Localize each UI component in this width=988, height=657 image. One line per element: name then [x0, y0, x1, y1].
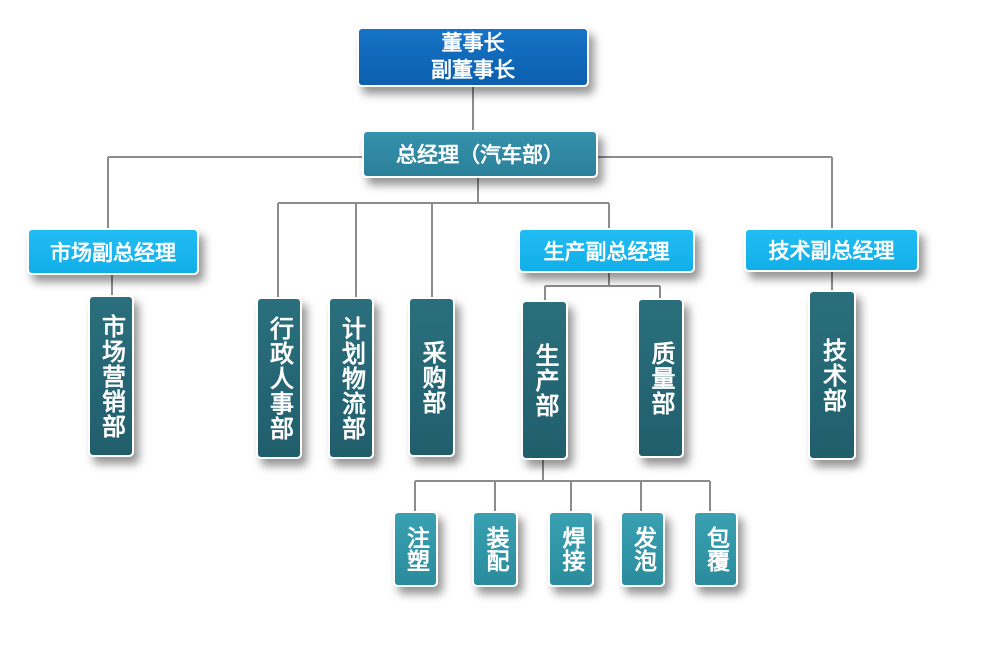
dept-quality: 质量部: [637, 298, 684, 458]
workshop-covering: 包覆: [693, 511, 738, 587]
workshop-foaming-label: 发泡: [629, 526, 656, 572]
chairman-label: 董事长: [441, 31, 505, 55]
dept-production-label: 生产部: [531, 342, 559, 418]
dept-technology: 技术部: [808, 290, 856, 460]
dept-planning-logistics-label: 计划物流部: [337, 315, 366, 441]
workshop-covering-label: 包覆: [702, 526, 729, 572]
dept-technology-label: 技术部: [818, 337, 847, 413]
technology-vp-label: 技术副总经理: [768, 239, 895, 263]
workshop-injection: 注塑: [393, 511, 438, 587]
dept-marketing: 市场营销部: [88, 295, 134, 457]
marketing-vp-label: 市场副总经理: [50, 240, 176, 265]
dept-admin-hr-label: 行政人事部: [265, 315, 294, 441]
workshop-welding: 焊接: [548, 511, 594, 587]
dept-quality-label: 质量部: [647, 340, 675, 416]
dept-purchasing: 采购部: [408, 297, 455, 457]
marketing-vp-box: 市场副总经理: [27, 228, 199, 275]
production-vp-box: 生产副总经理: [518, 228, 695, 273]
dept-admin-hr: 行政人事部: [256, 297, 302, 459]
workshop-assembly: 装配: [472, 511, 518, 587]
workshop-welding-label: 焊接: [558, 526, 584, 572]
chairman-box: 董事长 副董事长: [357, 27, 589, 87]
general-manager-box: 总经理（汽车部）: [362, 130, 598, 178]
workshop-injection-label: 注塑: [402, 526, 429, 572]
dept-marketing-label: 市场营销部: [97, 313, 126, 439]
dept-planning-logistics: 计划物流部: [328, 297, 374, 459]
workshop-foaming: 发泡: [620, 511, 665, 587]
general-manager-label: 总经理（汽车部）: [396, 143, 564, 167]
production-vp-label: 生产副总经理: [543, 239, 670, 264]
technology-vp-box: 技术副总经理: [744, 228, 919, 272]
dept-production: 生产部: [521, 300, 568, 460]
workshop-assembly-label: 装配: [482, 526, 508, 572]
dept-purchasing-label: 采购部: [418, 339, 446, 415]
vice-chairman-label: 副董事长: [431, 58, 515, 82]
